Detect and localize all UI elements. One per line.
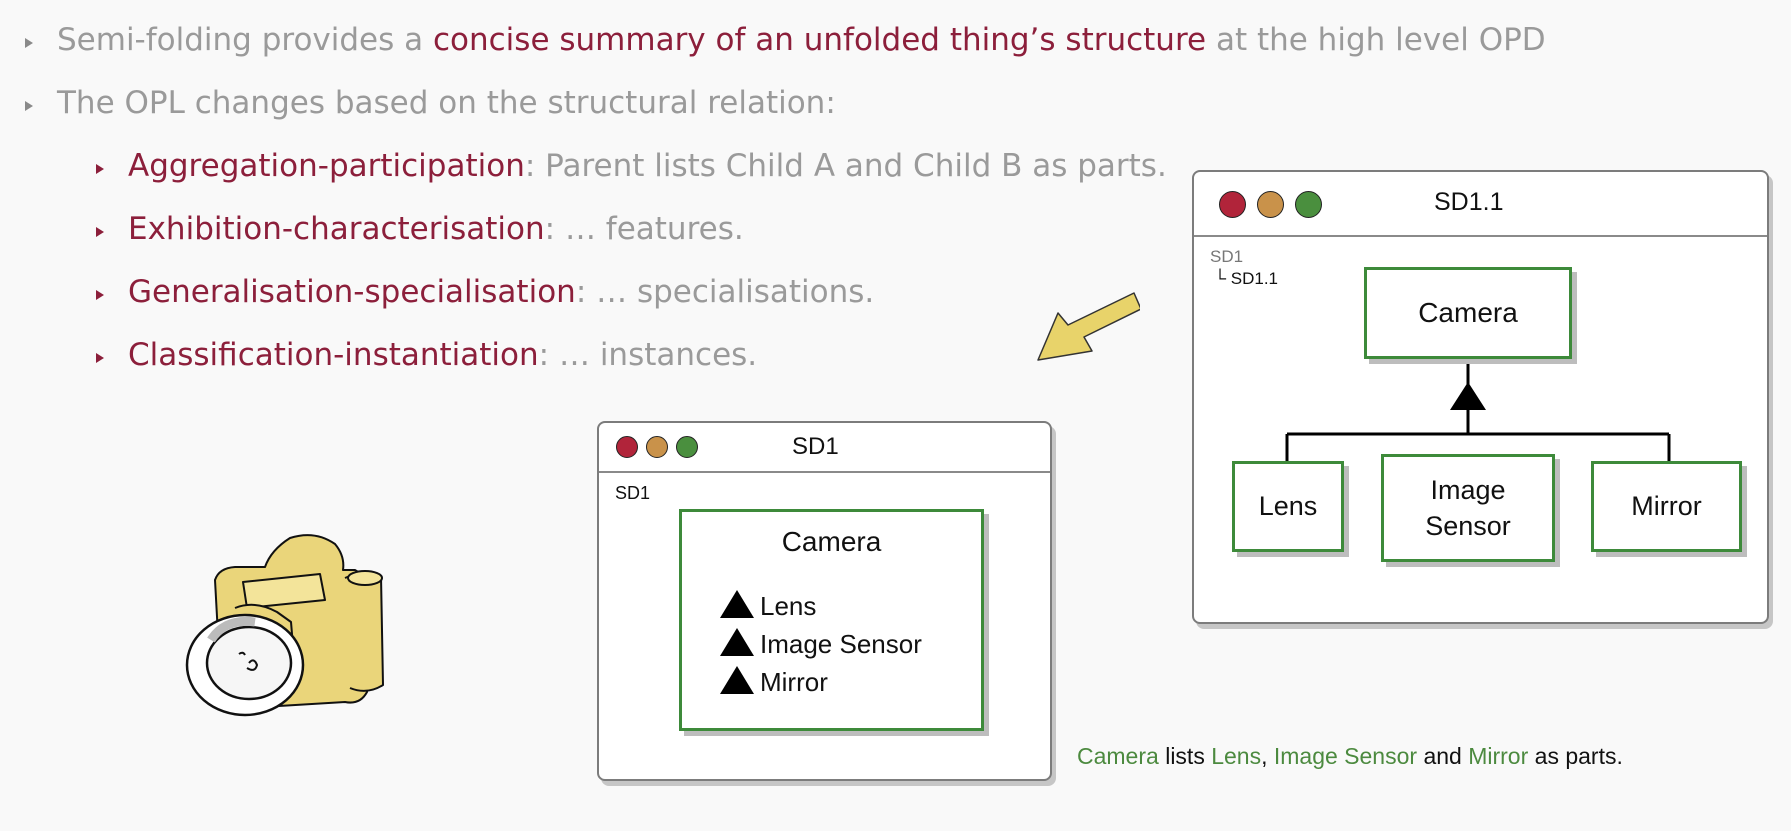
sub-bullet-marker-icon bbox=[96, 164, 104, 174]
sub-bullet-classification: Classification-instantiation: … instance… bbox=[128, 337, 757, 373]
bullet-1-suffix: at the high level OPD bbox=[1206, 22, 1546, 58]
sub-bullet-term: Generalisation-specialisation bbox=[128, 274, 576, 310]
part-label: Lens bbox=[760, 591, 817, 621]
aggregation-triangle-icon bbox=[1450, 382, 1486, 410]
window-dot-orange[interactable] bbox=[646, 436, 668, 458]
window-dot-green[interactable] bbox=[1295, 191, 1322, 218]
image-sensor-object[interactable]: Image Sensor bbox=[1381, 454, 1555, 562]
sd11-crumb-parent: SD1 bbox=[1210, 247, 1244, 266]
aggregation-triangle-icon bbox=[720, 628, 754, 656]
sub-bullet-text: : … features. bbox=[544, 211, 744, 247]
mirror-object[interactable]: Mirror bbox=[1591, 461, 1742, 552]
sub-bullet-term: Exhibition-characterisation bbox=[128, 211, 545, 247]
camera-object-label: Camera bbox=[781, 526, 882, 557]
bullet-marker-icon bbox=[25, 38, 33, 48]
window-dot-green[interactable] bbox=[676, 436, 698, 458]
lens-object[interactable]: Lens bbox=[1232, 461, 1344, 552]
bullet-semi-folding: Semi-folding provides a concise summary … bbox=[57, 22, 1546, 58]
part-label: Mirror bbox=[760, 667, 828, 697]
sub-bullet-generalisation: Generalisation-specialisation: … special… bbox=[128, 274, 874, 310]
part-row-mirror[interactable]: Mirror bbox=[720, 666, 828, 698]
sd11-window-titlebar: SD1.1 bbox=[1194, 172, 1767, 237]
sd11-window-title: SD1.1 bbox=[1434, 188, 1504, 216]
sub-bullet-text: : Parent lists Child A and Child B as pa… bbox=[524, 148, 1167, 184]
aggregation-triangle-icon bbox=[720, 590, 754, 618]
opl-camera: Camera bbox=[1077, 743, 1159, 769]
opl-image-sensor: Image Sensor bbox=[1273, 743, 1418, 769]
opl-lens: Lens bbox=[1211, 743, 1262, 769]
opl-sentence: Camera lists Lens, Image Sensor and Mirr… bbox=[1077, 743, 1623, 770]
opl-and: and bbox=[1417, 743, 1469, 769]
opl-mirror: Mirror bbox=[1468, 743, 1529, 769]
window-dot-red[interactable] bbox=[1219, 191, 1246, 218]
camera-object-semifolded[interactable]: Camera Lens Image Sensor Mirror bbox=[679, 509, 984, 731]
sd1-window-title: SD1 bbox=[792, 433, 839, 460]
sub-bullet-marker-icon bbox=[96, 290, 104, 300]
sub-bullet-term: Aggregation-participation bbox=[128, 148, 525, 184]
aggregation-triangle-icon bbox=[720, 666, 754, 694]
part-row-lens[interactable]: Lens bbox=[720, 590, 816, 622]
window-dot-red[interactable] bbox=[616, 436, 638, 458]
sd1-window-titlebar: SD1 bbox=[599, 423, 1050, 473]
opl-lists: lists bbox=[1158, 743, 1212, 769]
yellow-arrow-icon bbox=[1037, 292, 1140, 361]
sub-bullet-marker-icon bbox=[96, 227, 104, 237]
sub-bullet-aggregation: Aggregation-participation: Parent lists … bbox=[128, 148, 1167, 184]
sub-bullet-term: Classification-instantiation bbox=[128, 337, 539, 373]
sd1-crumb: SD1 bbox=[615, 483, 651, 503]
aggregation-link bbox=[1285, 358, 1671, 462]
sub-bullet-marker-icon bbox=[96, 353, 104, 363]
sd11-crumb-child: └ SD1.1 bbox=[1214, 269, 1279, 288]
part-label: Image Sensor bbox=[760, 629, 922, 659]
sub-bullet-text: : … specialisations. bbox=[575, 274, 875, 310]
opl-comma: , bbox=[1261, 743, 1274, 769]
window-dot-orange[interactable] bbox=[1257, 191, 1284, 218]
part-row-image-sensor[interactable]: Image Sensor bbox=[720, 628, 922, 660]
sd1-window: SD1 SD1 Camera Lens Image Sensor Mirror bbox=[597, 421, 1052, 781]
bullet-1-emphasis: concise summary of an unfolded thing’s s… bbox=[432, 22, 1207, 58]
bullet-marker-icon bbox=[25, 101, 33, 111]
sub-bullet-text: : … instances. bbox=[538, 337, 758, 373]
opl-as-parts: as parts. bbox=[1528, 743, 1623, 769]
camera-object[interactable]: Camera bbox=[1364, 267, 1572, 359]
bullet-1-prefix: Semi-folding provides a bbox=[57, 22, 433, 58]
sd11-window: SD1.1 SD1 └ SD1.1 Camera Lens Image Sens… bbox=[1192, 170, 1769, 624]
sub-bullet-exhibition: Exhibition-characterisation: … features. bbox=[128, 211, 744, 247]
bullet-opl-changes: The OPL changes based on the structural … bbox=[57, 85, 836, 121]
camera-illustration bbox=[185, 534, 384, 717]
